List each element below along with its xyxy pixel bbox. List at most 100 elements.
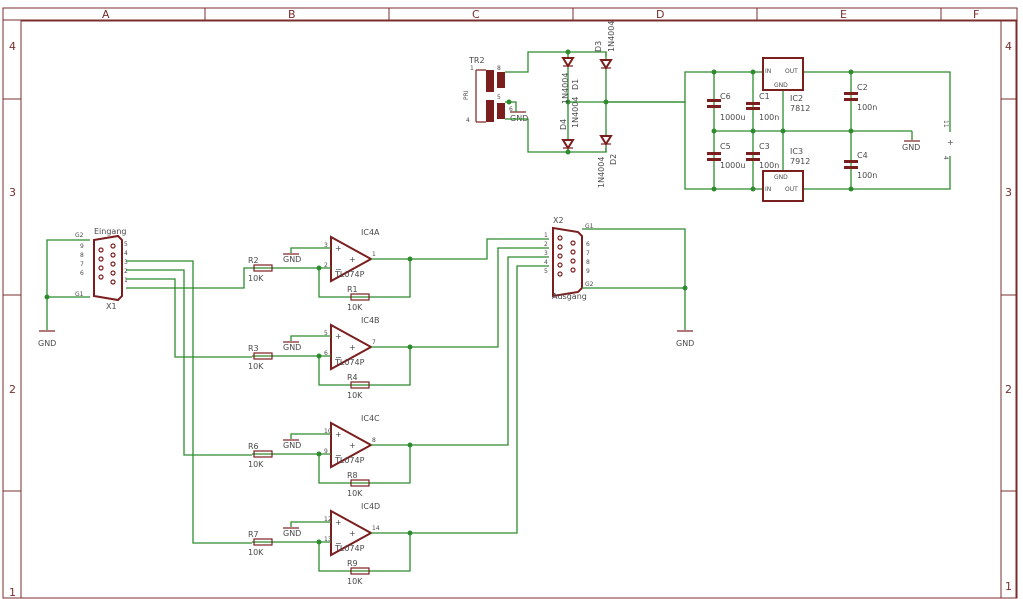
capacitor-c5	[707, 152, 721, 161]
ic3-value: 7912	[790, 157, 810, 166]
ic4d-pin-plus: 12	[324, 516, 332, 523]
cap-c2-ref: C2	[857, 83, 868, 92]
x1-pin-3: 3	[124, 259, 128, 266]
ic4a-plus-sign: +	[335, 244, 342, 253]
ic4c-pin-out: 8	[372, 437, 376, 444]
diode-d1-ref: D1	[571, 79, 580, 90]
transformer-pin-4: 4	[466, 117, 470, 124]
diode-d4	[561, 139, 575, 150]
ic4b-rf-ref: R4	[347, 373, 358, 382]
transformer-secondary-1	[497, 72, 505, 88]
regulator-ic2: IN OUT GND	[762, 57, 804, 91]
column-label-b: B	[288, 8, 296, 21]
x2-gnd-label: GND	[676, 339, 694, 348]
cap-c1-value: 100n	[759, 113, 779, 122]
regulator-ic3: GND IN OUT	[762, 170, 804, 202]
transformer-primary-core	[486, 70, 494, 92]
ic2-out-label: OUT	[785, 68, 798, 75]
ic4d-rin-value: 10K	[248, 548, 264, 557]
ic4c-pin-minus: 9	[324, 448, 328, 455]
ic4b-rf-symbol	[350, 381, 370, 389]
ic4d-gnd-label: GND	[283, 529, 301, 538]
row-label-4: 4	[9, 40, 16, 53]
ic3-out-label: OUT	[785, 186, 798, 193]
ic4a-rin-value: 10K	[248, 274, 264, 283]
x2-pin-1: 1	[544, 232, 548, 239]
ic4a-minus-sign: −	[335, 265, 342, 274]
drawing-frame: A B C D E F 4 3 2 1 4 3 2 1	[2, 7, 1018, 599]
x1-pin-5: 5	[124, 241, 128, 248]
x2-pin-4: 4	[544, 259, 548, 266]
column-label-e: E	[840, 8, 847, 21]
row-label-2: 2	[9, 383, 16, 396]
row-label-2-right: 2	[1005, 383, 1012, 396]
diode-d3	[599, 59, 613, 70]
ic4a-rf-value: 10K	[347, 303, 363, 312]
x1-pin-6: 6	[80, 270, 84, 277]
capacitor-c1	[746, 102, 760, 110]
supply-plus: +	[947, 138, 954, 147]
cap-c5-ref: C5	[720, 142, 731, 151]
ic4b-rin-value: 10K	[248, 362, 264, 371]
ic4a-fb-wire	[318, 259, 411, 298]
transformer-secondary-2	[497, 103, 505, 119]
cap-c3-ref: C3	[759, 142, 770, 151]
diode-d1-value: 1N4004	[561, 73, 570, 104]
ic4c-rin-value: 10K	[248, 460, 264, 469]
x1-gnd-label: GND	[38, 339, 56, 348]
ic4b-plus-wire	[290, 335, 331, 341]
ic4d-minus-sign: −	[335, 539, 342, 548]
ic4b-minus-sign: −	[335, 353, 342, 362]
diode-d2-value: 1N4004	[597, 157, 606, 188]
ic4a-pin-out: 1	[372, 251, 376, 258]
cap-c3-value: 100n	[759, 161, 779, 170]
ic4b-rin-symbol	[253, 352, 273, 360]
x1-pin-7: 7	[80, 261, 84, 268]
supply-pin-11: 11	[942, 120, 949, 128]
ic4d-ref: IC4D	[361, 502, 380, 511]
ic4b-gnd-label: GND	[283, 343, 301, 352]
diode-d3-ref: D3	[594, 41, 603, 52]
x1-pin-8: 8	[80, 252, 84, 259]
ic4d-value: TL074P	[334, 544, 365, 553]
ic4c-gnd-label: GND	[283, 441, 301, 450]
transformer-pri-label: PRI	[463, 90, 470, 100]
ic4b-ref: IC4B	[361, 316, 380, 325]
ic2-in-label: IN	[765, 68, 771, 75]
ic4d-pin-out: 14	[372, 525, 380, 532]
transformer-primary-core-2	[486, 100, 494, 122]
ic4b-rf-value: 10K	[347, 391, 363, 400]
ic4c-opamp-symbol	[330, 421, 374, 469]
x1-pin-1: 1	[124, 277, 128, 284]
ic4d-pin-minus: 13	[324, 536, 332, 543]
column-label-f: F	[973, 8, 979, 21]
diode-d2	[599, 135, 613, 146]
ic3-gnd-label: GND	[774, 174, 788, 181]
cap-c2-value: 100n	[857, 103, 877, 112]
ic2-gnd-label: GND	[774, 82, 788, 89]
ic2-value: 7812	[790, 104, 810, 113]
ic4b-fb-wire	[318, 347, 411, 386]
ic4b-plus-sign: +	[335, 332, 342, 341]
ic4d-fb-wire	[318, 533, 411, 572]
diode-d4-ref: D4	[559, 119, 568, 130]
transformer-pin-5: 5	[497, 94, 501, 101]
ic4a-plus-wire	[290, 247, 331, 253]
x2-pin-5: 5	[544, 268, 548, 275]
x2-pin-8: 8	[586, 259, 590, 266]
x2-ref: X2	[553, 216, 564, 225]
cap-c6-ref: C6	[720, 92, 731, 101]
diode-d4-value: 1N4004	[571, 97, 580, 128]
ic4b-pin-minus: 6	[324, 350, 328, 357]
ic4d-plus-sign: +	[335, 518, 342, 527]
diode-d2-ref: D2	[609, 154, 618, 165]
ic4a-pin-plus: 3	[324, 242, 328, 249]
ic4a-supply-plus: +	[349, 255, 356, 264]
ic4c-value: TL074P	[334, 456, 365, 465]
ic4c-rf-symbol	[350, 479, 370, 487]
x1-g-bot: G1	[75, 291, 84, 298]
transformer-ref: TR2	[468, 56, 485, 65]
ic4c-supply-plus: +	[349, 441, 356, 450]
column-label-d: D	[656, 8, 664, 21]
